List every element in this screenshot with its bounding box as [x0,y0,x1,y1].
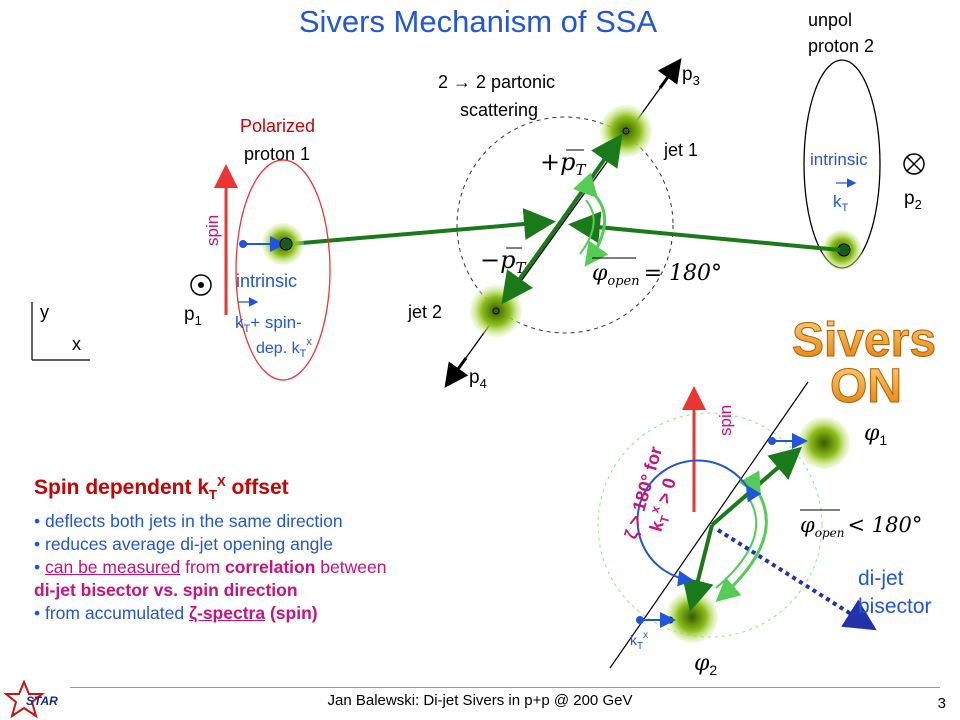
bullet-3-cont: di-jet bisector vs. spin direction [34,580,298,601]
p4-arrow [444,357,469,388]
kt-left-dot [239,240,247,248]
phi-open-equation: φopen= 180° [592,261,722,289]
intrinsic-right-label: intrinsic [810,150,868,169]
sivers-on-line1: Sivers [792,314,936,367]
bullet-1: • deflects both jets in the same directi… [34,511,343,532]
parton1-momentum [289,208,556,246]
phi1-label: φ1 [864,421,887,448]
polarized-label: Polarized [240,116,315,136]
kt-left-spin-label: kT+ spin- [235,313,302,335]
zeta-arc [636,459,762,587]
dijet-label-2: bisector [858,595,932,618]
p3-label: p3 [682,64,700,88]
p2-cross-b [906,156,922,172]
p1-label: p1 [184,304,202,328]
phi-open-lt-equation: φopen< 180° [800,513,922,540]
p3-arrow [657,58,682,89]
partonic-label-2: scattering [460,100,538,120]
proton1-ellipse [235,159,331,381]
ktx-label: kTx [630,630,648,652]
sivers-on-line2: ON [830,360,902,413]
phi2-label: φ2 [694,651,717,678]
sivers-jet2-vector [682,524,714,612]
sivers-scatter-circle [597,412,823,638]
axis-y-label: y [40,302,49,322]
bullet-heading: Spin dependent kTX offset [34,474,289,503]
opening-angle-arc-inner [579,199,595,255]
ktx-jet1-dot [768,437,776,445]
sivers-opening-arc [715,470,768,602]
jet1-blob [600,105,652,157]
jet1-label: jet 1 [663,140,698,160]
sivers-opening-arc-inner [715,499,758,589]
minus-pt-label: −pT [480,246,526,277]
parton2-momentum [568,211,841,252]
spin-left-label: spin [203,215,222,246]
bullet-2: • reduces average di-jet opening angle [34,534,333,555]
p1-dot [198,282,204,288]
bullet-4: • from accumulated ζ-spectra (spin) [34,603,318,624]
page-number: 3 [937,695,946,712]
sivers-jet1-blob [798,417,850,469]
svg-text:kTx > 0: kTx > 0 [643,475,683,535]
spin-right-label: spin [716,405,735,436]
jet2-blob [470,285,522,337]
scattering-circle [456,116,674,334]
slide-title: Sivers Mechanism of SSA [299,4,658,39]
unpol-label: unpol [808,10,852,30]
star-logo-text: STAR [26,694,58,708]
star-shape-icon [4,680,45,719]
bullet-list: Spin dependent kTX offset • deflects bot… [34,470,574,625]
opening-angle-arc-outer [572,172,609,267]
partonic-label-1: 2 → 2 partonic [438,72,555,92]
jet1-center [622,127,630,135]
plus-pt-label: +pT [540,148,586,179]
sivers-jet1-vector [710,446,803,527]
p4-label: p4 [469,367,487,391]
kt-right-label: kT [833,192,849,214]
footer-text: Jan Balewski: Di-jet Sivers in p+p @ 200… [327,692,633,709]
p2-label: p2 [904,188,922,212]
axis-x-label: x [72,334,81,354]
proton2-label: proton 2 [808,36,874,56]
proton1-parton-dot [279,237,293,251]
dijet-bisector-line [716,528,877,631]
footer-rule [70,687,940,688]
spin-dep-label: dep. kTx [256,336,312,360]
bullet-3: • can be measured from correlation betwe… [34,557,387,578]
jet2-center [492,307,500,315]
jet2-label: jet 2 [407,302,442,322]
proton1-label: proton 1 [244,144,310,164]
intrinsic-left-label: intrinsic [236,271,297,291]
ktx-jet2-dot [636,616,644,624]
star-logo: STAR [4,680,58,719]
zeta-label: ζ > 180° for kTx > 0 [621,444,683,541]
dijet-label-1: di-jet [858,567,904,590]
